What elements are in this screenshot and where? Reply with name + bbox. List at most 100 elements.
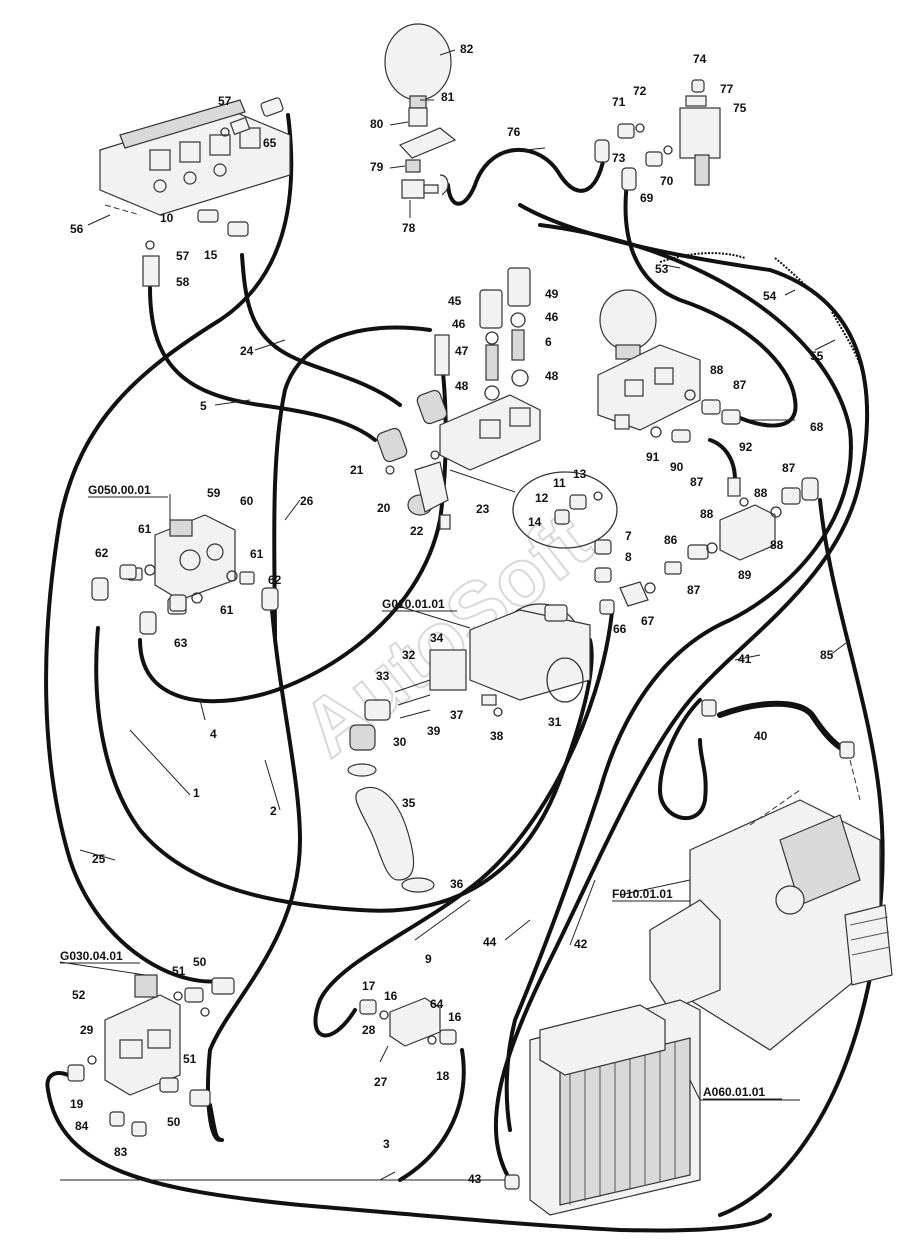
- hose-26: [272, 325, 432, 642]
- callout-26: 26: [300, 494, 314, 508]
- callout-51b: 51: [183, 1052, 197, 1066]
- callout-22: 22: [410, 524, 424, 538]
- callout-53: 53: [655, 262, 669, 276]
- hose-g030-right: [208, 1103, 224, 1142]
- callout-13: 13: [573, 467, 587, 481]
- callout-87b: 87: [690, 475, 704, 489]
- callout-3: 3: [383, 1137, 390, 1151]
- callout-80: 80: [370, 117, 384, 131]
- hose-40-assembly: [701, 699, 861, 801]
- hose-24: [240, 253, 402, 407]
- callout-48a: 48: [455, 379, 469, 393]
- callout-88d: 88: [770, 538, 784, 552]
- callout-43: 43: [468, 1172, 482, 1186]
- callout-46a: 46: [452, 317, 466, 331]
- callout-57b: 57: [176, 249, 190, 263]
- callout-69: 69: [640, 191, 654, 205]
- callout-5: 5: [200, 399, 207, 413]
- callout-46b: 46: [545, 310, 559, 324]
- hose-41: [504, 223, 853, 1132]
- callout-48b: 48: [545, 369, 559, 383]
- callout-38: 38: [490, 729, 504, 743]
- callout-55: 55: [810, 349, 824, 363]
- callout-72: 72: [633, 84, 647, 98]
- callout-32: 32: [402, 648, 416, 662]
- callout-70: 70: [660, 174, 674, 188]
- callout-60: 60: [240, 494, 254, 508]
- callout-35: 35: [402, 796, 416, 810]
- hose-76: [446, 148, 607, 206]
- callout-54: 54: [763, 289, 777, 303]
- valve-block-g050: [91, 514, 279, 635]
- callout-6: 6: [545, 335, 552, 349]
- callout-33: 33: [376, 669, 390, 683]
- callout-78: 78: [402, 221, 416, 235]
- callout-23: 23: [476, 502, 490, 516]
- callout-65: 65: [263, 136, 277, 150]
- callout-42: 42: [574, 937, 588, 951]
- hose-1: [94, 626, 594, 913]
- callout-40: 40: [754, 729, 768, 743]
- callout-66: 66: [613, 622, 627, 636]
- valve-75: [594, 79, 721, 191]
- hose-3: [46, 1088, 772, 1233]
- group-labels: G050.00.01 G010.01.01 G030.04.01 F010.01…: [60, 483, 782, 1100]
- callout-39: 39: [427, 724, 441, 738]
- hose-25: [44, 113, 294, 984]
- hose-18: [398, 1048, 466, 1182]
- radiator-a060: [504, 999, 701, 1216]
- callout-12: 12: [535, 491, 549, 505]
- callout-21: 21: [350, 463, 364, 477]
- callout-8: 8: [625, 550, 632, 564]
- callout-84: 84: [75, 1119, 89, 1133]
- callout-4: 4: [210, 727, 217, 741]
- suction-pipe-35: [347, 763, 435, 893]
- coil-54: [774, 257, 823, 301]
- callout-87d: 87: [687, 583, 701, 597]
- callout-61a: 61: [138, 522, 152, 536]
- callout-88a: 88: [710, 363, 724, 377]
- callout-77: 77: [720, 82, 734, 96]
- callout-45: 45: [448, 294, 462, 308]
- callout-18: 18: [436, 1069, 450, 1083]
- callout-90: 90: [670, 460, 684, 474]
- hose-92: [708, 438, 737, 482]
- pump-g010: [349, 603, 591, 751]
- callout-67: 67: [641, 614, 655, 628]
- fittings-86-89: [664, 477, 819, 575]
- callout-labels: 1 2 3 4 5 6 7 8 9 10 11 12 13 14 15 16 1…: [70, 42, 834, 1186]
- callout-76: 76: [507, 125, 521, 139]
- hose-2: [206, 608, 302, 1142]
- callout-19: 19: [70, 1097, 84, 1111]
- callout-11: 11: [553, 476, 566, 490]
- callout-79: 79: [370, 160, 384, 174]
- callout-61c: 61: [220, 603, 234, 617]
- callout-28: 28: [362, 1023, 376, 1037]
- hoses: [44, 113, 885, 1233]
- callout-14: 14: [528, 515, 542, 529]
- coil-55: [831, 311, 861, 366]
- group-label-g030: G030.04.01: [60, 949, 123, 963]
- callout-47: 47: [455, 344, 469, 358]
- callout-2: 2: [270, 804, 277, 818]
- callout-50b: 50: [167, 1115, 181, 1129]
- group-label-f010: F010.01.01: [612, 887, 673, 901]
- hose-g030-left: [45, 1071, 70, 1092]
- callout-20: 20: [377, 501, 391, 515]
- callout-74: 74: [693, 52, 707, 66]
- accumulator-82: [384, 23, 457, 199]
- callout-86: 86: [664, 533, 678, 547]
- accumulator-block-right: [597, 289, 741, 443]
- control-valve-block-56: [99, 99, 291, 216]
- callout-52: 52: [72, 988, 86, 1002]
- callout-62a: 62: [95, 546, 109, 560]
- group-label-a060: A060.01.01: [703, 1085, 765, 1099]
- hose-44: [658, 698, 708, 820]
- callout-57a: 57: [218, 94, 232, 108]
- callout-37: 37: [450, 708, 464, 722]
- callout-91: 91: [646, 450, 660, 464]
- callout-31: 31: [548, 715, 562, 729]
- callout-49: 49: [545, 287, 559, 301]
- callout-85: 85: [820, 648, 834, 662]
- group-label-g050: G050.00.01: [88, 483, 151, 497]
